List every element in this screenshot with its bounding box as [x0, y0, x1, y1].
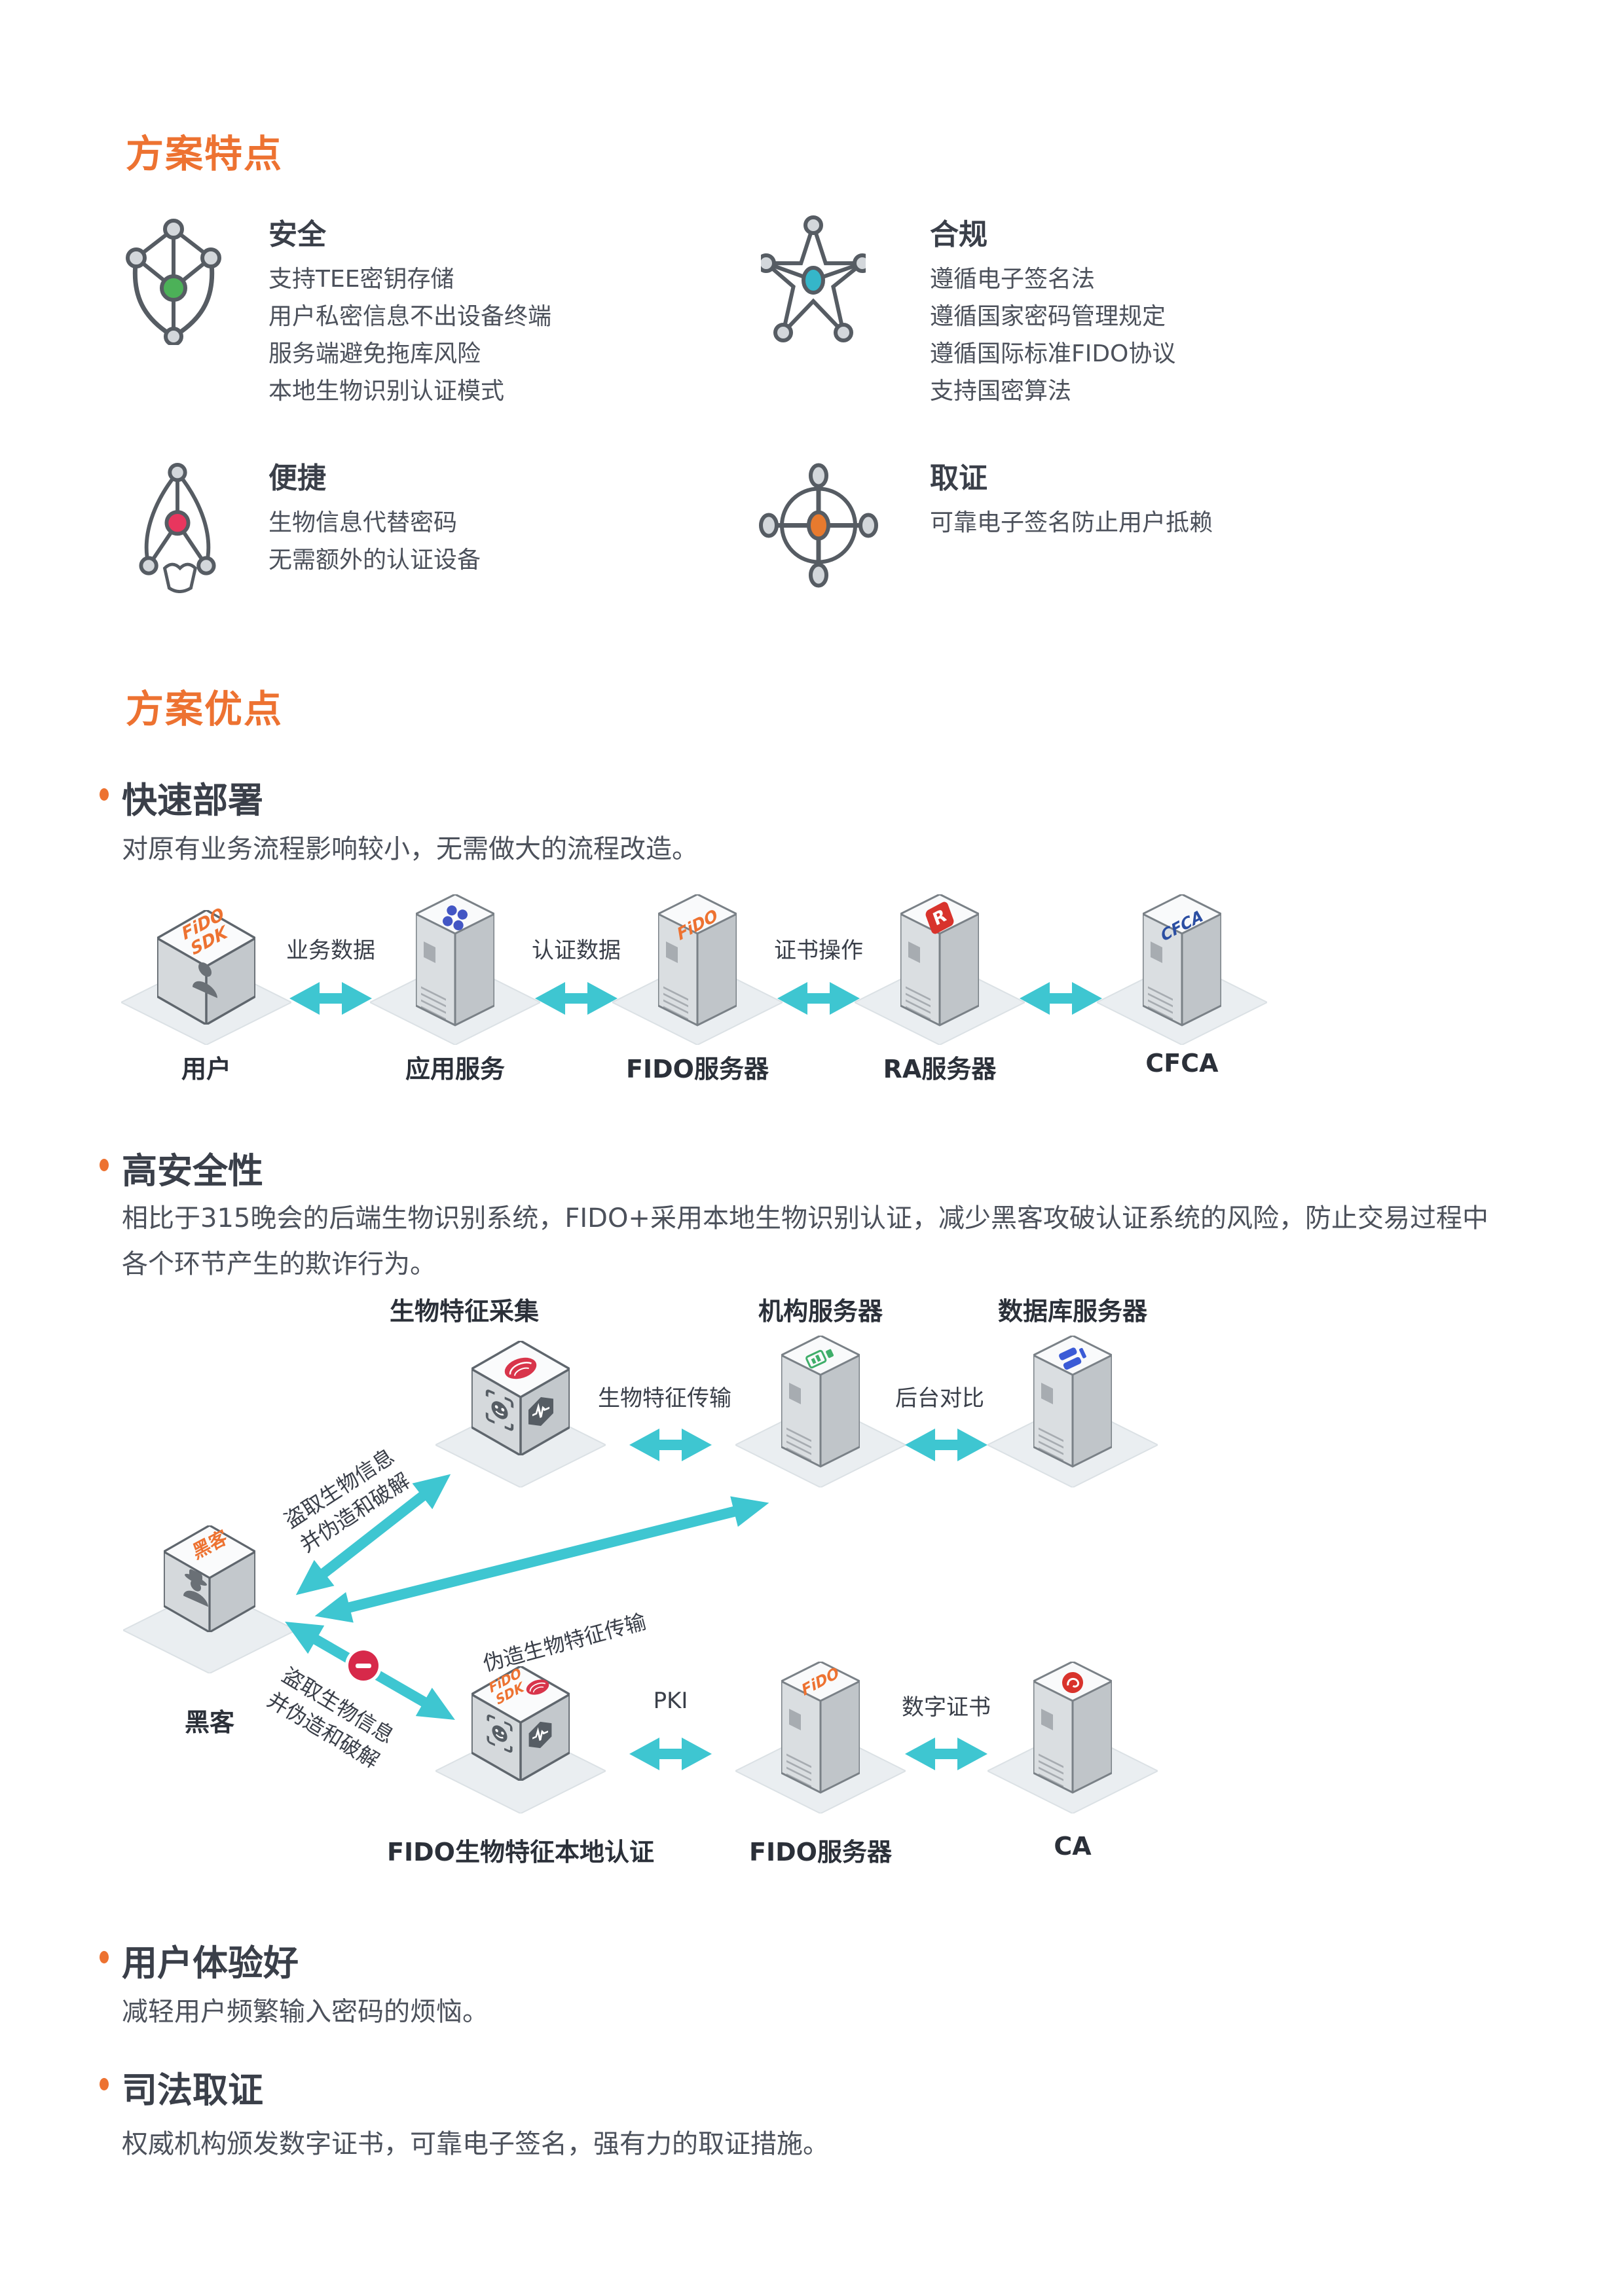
- advantage-body-ux: 减轻用户频繁输入密码的烦恼。: [122, 1997, 489, 2027]
- double-arrow-icon: [535, 982, 618, 1015]
- clover-icon: [443, 905, 468, 930]
- advantage-title-ux: 用户体验好: [122, 1942, 299, 1984]
- node-label-ca: CA: [1054, 1832, 1092, 1861]
- feature-line: 支持TEE密钥存储: [268, 266, 454, 293]
- advantage-body-forensics: 权威机构颁发数字证书，可靠电子签名，强有力的取证措施。: [122, 2129, 829, 2159]
- node-label-ra-server: RA服务器: [883, 1055, 997, 1084]
- ra-badge-letter: R: [930, 905, 950, 930]
- feature-line: 服务端避免拖库风险: [268, 340, 481, 367]
- voiceprint-icon: [528, 1721, 552, 1749]
- face-scan-icon: [487, 1714, 513, 1753]
- feature-line: 遵循国家密码管理规定: [930, 303, 1166, 330]
- advantage-body-security-line1: 相比于315晚会的后端生物识别系统，FIDO+采用本地生物识别认证，减少黑客攻破…: [122, 1203, 1488, 1233]
- feature-title-convenience: 便捷: [268, 462, 326, 495]
- feature-lines-security: 支持TEE密钥存储 用户私密信息不出设备终端 服务端避免拖库风险 本地生物识别认…: [268, 261, 551, 410]
- node-label-hacker: 黑客: [184, 1708, 234, 1737]
- feature-title-evidence: 取证: [930, 462, 987, 495]
- feature-title-compliance: 合规: [930, 218, 987, 251]
- double-arrow-icon: [777, 982, 860, 1015]
- node-label-bio-capture: 生物特征采集: [390, 1297, 540, 1326]
- feature-line: 遵循电子签名法: [930, 266, 1096, 293]
- advantage-body-deploy: 对原有业务流程影响较小，无需做大的流程改造。: [122, 834, 698, 864]
- features-section-title: 方案特点: [126, 132, 284, 176]
- feature-line: 可靠电子签名防止用户抵赖: [930, 509, 1213, 536]
- double-arrow-icon: [1020, 982, 1102, 1015]
- node-label-user: 用户: [181, 1055, 231, 1084]
- prohibition-icon: [348, 1650, 378, 1681]
- feature-line: 无需额外的认证设备: [268, 547, 481, 574]
- bullet-dot: [100, 1951, 109, 1963]
- double-arrow-icon: [905, 1738, 987, 1770]
- feature-line: 遵循国际标准FIDO协议: [930, 340, 1176, 367]
- node-label-org-server: 机构服务器: [758, 1297, 883, 1326]
- org-chip-icon: [805, 1349, 834, 1369]
- advantage-title-forensics: 司法取证: [122, 2069, 263, 2111]
- shield-network-icon: [126, 219, 221, 345]
- arrow-label-auth-data: 认证数据: [532, 938, 621, 964]
- node-label-cfca: CFCA: [1145, 1049, 1219, 1078]
- feature-line: 本地生物识别认证模式: [268, 378, 505, 405]
- double-arrow-icon: [629, 1738, 712, 1770]
- feature-line: 支持国密算法: [930, 378, 1072, 405]
- feature-lines-convenience: 生物信息代替密码 无需额外的认证设备: [268, 504, 481, 579]
- fingerprint-icon: [504, 1357, 537, 1379]
- node-label-fido-server-2: FIDO服务器: [749, 1838, 892, 1867]
- bullet-dot: [100, 788, 109, 801]
- bullet-dot: [100, 1159, 109, 1171]
- advantage-body-security: 相比于315晚会的后端生物识别系统，FIDO+采用本地生物识别认证，减少黑客攻破…: [122, 1195, 1562, 1287]
- arrow-label-backend-compare: 后台对比: [895, 1385, 984, 1412]
- fake-transfer-arrow: [314, 1496, 769, 1623]
- database-icon: [1059, 1347, 1086, 1370]
- person-icon: [193, 962, 217, 998]
- hacker-icon: [183, 1569, 208, 1607]
- double-arrow-icon: [629, 1429, 712, 1461]
- minus-bar: [356, 1664, 371, 1668]
- node-label-app-server: 应用服务: [405, 1055, 505, 1084]
- node-label-fido-local-auth: FIDO生物特征本地认证: [387, 1838, 654, 1867]
- node-label-fido-server: FIDO服务器: [626, 1055, 769, 1084]
- double-arrow-icon: [289, 982, 372, 1015]
- feature-lines-compliance: 遵循电子签名法 遵循国家密码管理规定 遵循国际标准FIDO协议 支持国密算法: [930, 261, 1175, 410]
- swirl-network-icon: [139, 462, 216, 593]
- bullet-dot: [100, 2078, 109, 2090]
- arrow-label-pki: PKI: [653, 1688, 688, 1714]
- voiceprint-icon: [528, 1397, 553, 1426]
- arrow-label-digital-cert: 数字证书: [902, 1694, 991, 1721]
- feature-lines-evidence: 可靠电子签名防止用户抵赖: [930, 504, 1213, 541]
- feature-title-security: 安全: [268, 218, 326, 251]
- node-label-db-server: 数据库服务器: [997, 1297, 1147, 1326]
- arrow-label-bio-transfer: 生物特征传输: [598, 1385, 731, 1412]
- fingerprint-icon: [526, 1679, 549, 1695]
- attack-arrow-upper: [295, 1474, 451, 1595]
- double-arrow-icon: [905, 1429, 987, 1461]
- ca-logo-icon: [1062, 1672, 1083, 1693]
- face-scan-icon: [485, 1389, 514, 1431]
- feature-line: 生物信息代替密码: [268, 509, 458, 536]
- advantage-title-deploy: 快速部署: [122, 780, 263, 821]
- star-network-icon: [761, 215, 866, 342]
- crosshair-network-icon: [759, 463, 878, 588]
- advantages-section-title: 方案优点: [126, 687, 284, 731]
- feature-line: 用户私密信息不出设备终端: [268, 303, 552, 330]
- arrow-label-cert-op: 证书操作: [774, 938, 863, 964]
- advantage-body-security-line2: 各个环节产生的欺诈行为。: [122, 1249, 436, 1279]
- arrow-label-business-data: 业务数据: [286, 938, 375, 964]
- advantage-title-security: 高安全性: [122, 1150, 263, 1192]
